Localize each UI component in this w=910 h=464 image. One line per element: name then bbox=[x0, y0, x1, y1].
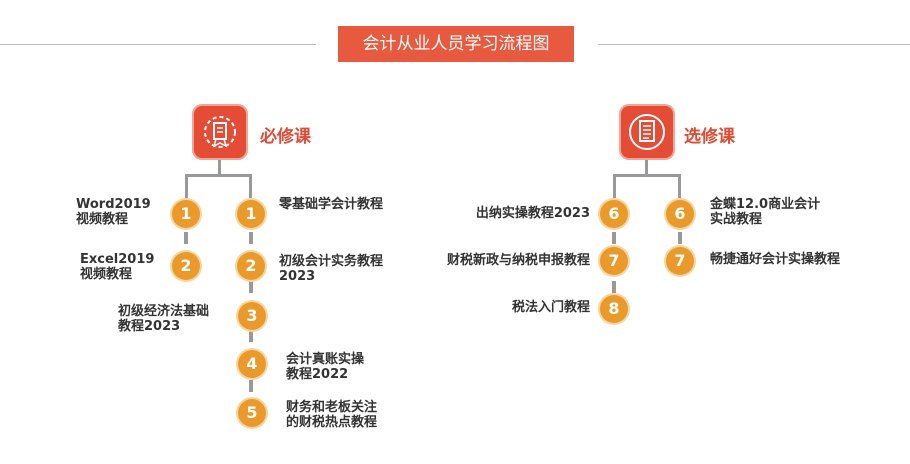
step-circle: 5 bbox=[238, 399, 266, 427]
course-title: 会计真账实操 bbox=[286, 352, 365, 367]
step-circle: 8 bbox=[600, 295, 628, 323]
course-label: Word2019 视频教程 bbox=[76, 197, 156, 227]
connector bbox=[185, 174, 252, 177]
connector bbox=[613, 174, 681, 177]
course-title: Excel2019 bbox=[80, 252, 155, 267]
connector bbox=[678, 174, 681, 198]
document-list-icon bbox=[621, 106, 673, 158]
step-circle: 3 bbox=[238, 302, 266, 330]
course-subtitle: 视频教程 bbox=[76, 212, 129, 227]
connector bbox=[185, 174, 188, 198]
step-circle: 2 bbox=[172, 252, 200, 280]
header-rule-left bbox=[0, 44, 316, 45]
course-label: Excel2019 视频教程 bbox=[80, 252, 160, 282]
header-rule-right bbox=[598, 44, 910, 45]
connector bbox=[645, 160, 648, 176]
course-label: 初级经济法基础 教程2023 bbox=[118, 304, 238, 334]
connector bbox=[613, 174, 616, 198]
connector bbox=[249, 380, 253, 392]
connector bbox=[678, 232, 682, 244]
course-label: 税法入门教程 bbox=[511, 300, 590, 315]
course-title: 财务和老板关注 bbox=[286, 400, 378, 415]
step-circle: 1 bbox=[172, 200, 200, 228]
step-circle: 7 bbox=[600, 247, 628, 275]
connector bbox=[612, 281, 616, 293]
course-label: 畅捷通好会计实操教程 bbox=[710, 252, 841, 267]
course-label: 财税新政与纳税申报教程 bbox=[446, 253, 590, 268]
course-label: 会计真账实操 教程2022 bbox=[286, 352, 426, 382]
step-circle: 6 bbox=[600, 200, 628, 228]
course-title: 初级经济法基础 bbox=[118, 304, 210, 319]
course-subtitle: 教程2022 bbox=[286, 367, 349, 382]
step-circle: 2 bbox=[237, 252, 265, 280]
course-subtitle: 2023 bbox=[279, 269, 316, 284]
step-circle: 7 bbox=[666, 247, 694, 275]
certificate-icon bbox=[194, 106, 246, 158]
step-circle: 6 bbox=[666, 200, 694, 228]
course-label: 财务和老板关注 的财税热点教程 bbox=[286, 400, 426, 430]
step-circle: 1 bbox=[237, 200, 265, 228]
connector bbox=[218, 160, 221, 176]
connector bbox=[184, 232, 188, 244]
course-label: 初级会计实务教程 2023 bbox=[279, 254, 419, 284]
course-title: Word2019 bbox=[76, 197, 151, 212]
course-label: 零基础学会计教程 bbox=[279, 197, 419, 212]
step-circle: 4 bbox=[238, 350, 266, 378]
course-subtitle: 的财税热点教程 bbox=[286, 415, 378, 430]
course-title: 金蝶12.0商业会计 bbox=[710, 197, 821, 212]
course-subtitle: 教程2023 bbox=[118, 319, 181, 334]
course-label: 出纳实操教程2023 bbox=[475, 206, 590, 221]
connector bbox=[249, 232, 253, 244]
connector bbox=[249, 281, 253, 293]
course-subtitle: 视频教程 bbox=[80, 267, 133, 282]
connector bbox=[612, 232, 616, 244]
connector bbox=[249, 174, 252, 198]
course-subtitle: 实战教程 bbox=[710, 212, 763, 227]
connector bbox=[249, 330, 253, 342]
category-elective-label: 选修课 bbox=[684, 127, 735, 147]
course-label: 金蝶12.0商业会计 实战教程 bbox=[710, 197, 880, 227]
category-required-label: 必修课 bbox=[260, 127, 311, 147]
course-title: 零基础学会计教程 bbox=[279, 197, 384, 212]
page-title: 会计从业人员学习流程图 bbox=[338, 26, 574, 62]
course-title: 初级会计实务教程 bbox=[279, 254, 384, 269]
